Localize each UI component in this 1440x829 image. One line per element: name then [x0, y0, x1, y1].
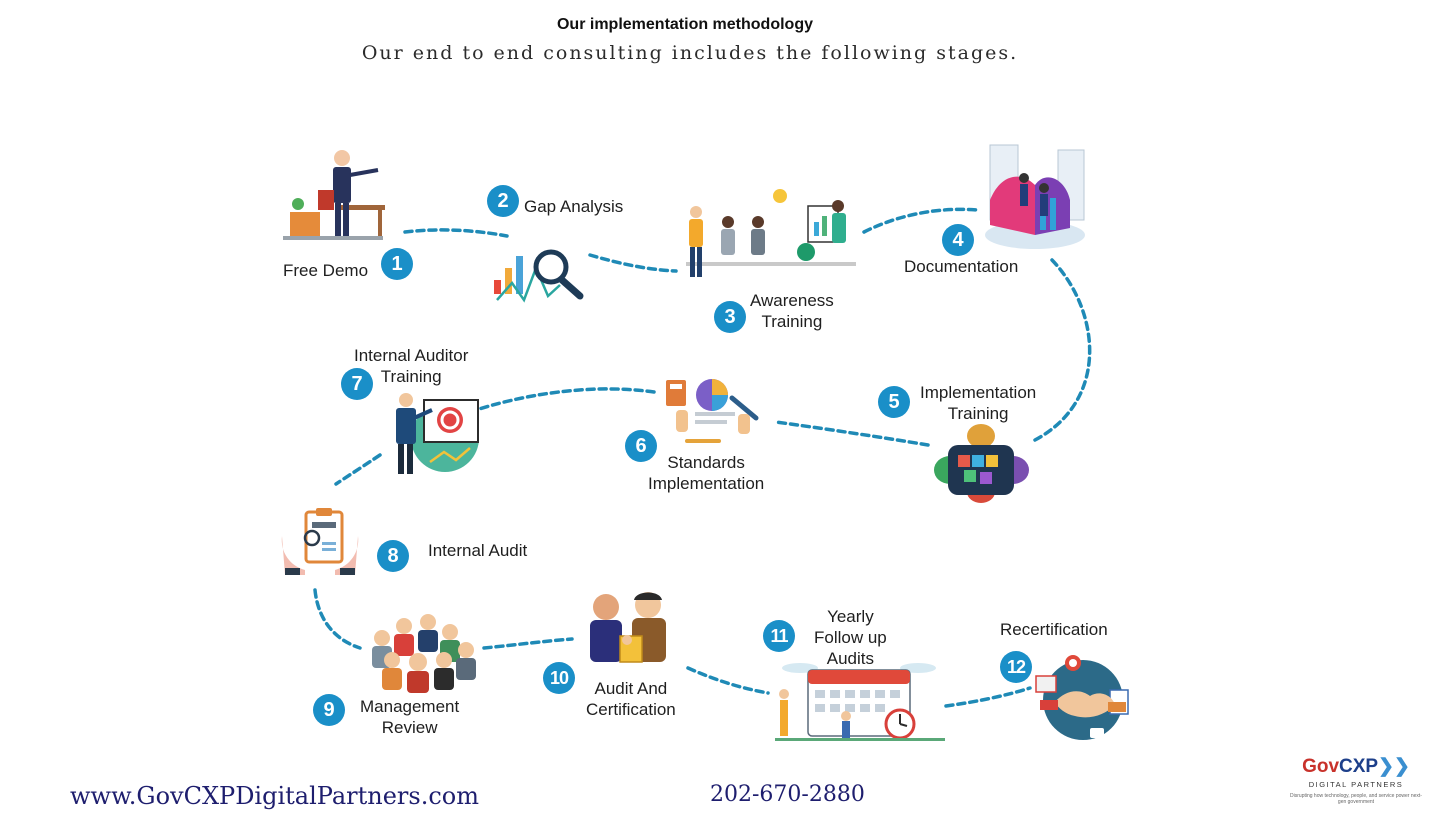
logo-tagline: Disrupting how technology, people, and s… — [1290, 793, 1422, 805]
connector-5-6 — [774, 420, 930, 447]
connector-3-4 — [862, 207, 980, 234]
stage-badge-2: 2 — [487, 185, 519, 217]
stage-label-management-review: Management Review — [360, 697, 460, 737]
certification-handshake-icon — [590, 592, 666, 663]
logo-chevron-icon: ❯❯ — [1378, 756, 1410, 777]
stage-label-free-demo: Free Demo — [283, 261, 369, 280]
logo-cxp-text: CXP — [1339, 756, 1379, 777]
auditor-presenter-icon — [396, 393, 479, 474]
stage-badge-7: 7 — [341, 368, 373, 400]
stage-badge-9: 9 — [313, 694, 345, 726]
logo-subtitle: DIGITAL PARTNERS — [1308, 780, 1404, 789]
documentation-dashboard-icon — [985, 144, 1085, 249]
puzzle-team-icon — [934, 424, 1029, 503]
connector-9-10 — [482, 637, 574, 650]
audit-clipboard-icon — [281, 508, 359, 575]
stage-badge-11: 11 — [763, 620, 795, 652]
stage-badge-3: 3 — [714, 301, 746, 333]
connector-1-2 — [403, 228, 509, 238]
stage-label-implementation-training: Implementation Training — [920, 383, 1037, 423]
stage-label-awareness-training: Awareness Training — [750, 291, 834, 331]
magnifier-chart-icon — [494, 249, 584, 303]
logo-gov-text: Gov — [1302, 756, 1340, 777]
connector-6-7 — [468, 387, 656, 414]
recertification-handshake-icon — [1035, 655, 1129, 740]
footer-phone-number: 202-670-2880 — [710, 782, 865, 807]
stage-label-documentation: Documentation — [904, 257, 1019, 276]
stage-label-gap-analysis: Gap Analysis — [524, 197, 624, 216]
page-title: Our implementation methodology — [556, 16, 813, 33]
connector-11-12 — [944, 686, 1032, 708]
calendar-audit-icon — [775, 663, 945, 741]
stage-label-audit-and-certification: Audit And Certification — [586, 679, 676, 719]
connector-8-9 — [313, 588, 362, 650]
connector-path — [313, 207, 1092, 708]
stage-badge-10: 10 — [543, 662, 575, 694]
stage-label-internal-audit: Internal Audit — [428, 541, 528, 560]
planning-tools-icon — [666, 379, 759, 443]
stage-label-yearly-follow-up-audits: Yearly Follow up Audits — [814, 607, 887, 668]
management-group-icon — [372, 614, 476, 693]
stage-badge-12: 12 — [1000, 651, 1032, 683]
presenter-desk-icon — [283, 150, 385, 240]
stage-badge-8: 8 — [377, 540, 409, 572]
stage-badge-4: 4 — [942, 224, 974, 256]
connector-7-8 — [334, 453, 382, 486]
training-group-icon — [686, 189, 856, 277]
logo-wordmark: GovCXP❯❯ — [1288, 756, 1424, 778]
stage-badge-6: 6 — [625, 430, 657, 462]
connector-10-11 — [686, 666, 770, 695]
stage-label-internal-auditor-training: Internal Auditor Training — [354, 346, 469, 386]
stage-badge-5: 5 — [878, 386, 910, 418]
govcxp-logo: GovCXP❯❯ DIGITAL PARTNERS Disrupting how… — [1288, 756, 1424, 816]
connector-4-5 — [1033, 258, 1092, 442]
page-subtitle: Our end to end consulting includes the f… — [361, 42, 1019, 64]
stage-label-recertification: Recertification — [1000, 620, 1108, 639]
stage-label-standards-implementation: Standards Implementation — [648, 453, 765, 493]
stage-badge-1: 1 — [381, 248, 413, 280]
footer-website-link[interactable]: www.GovCXPDigitalPartners.com — [70, 782, 479, 810]
connector-2-3 — [588, 253, 678, 273]
